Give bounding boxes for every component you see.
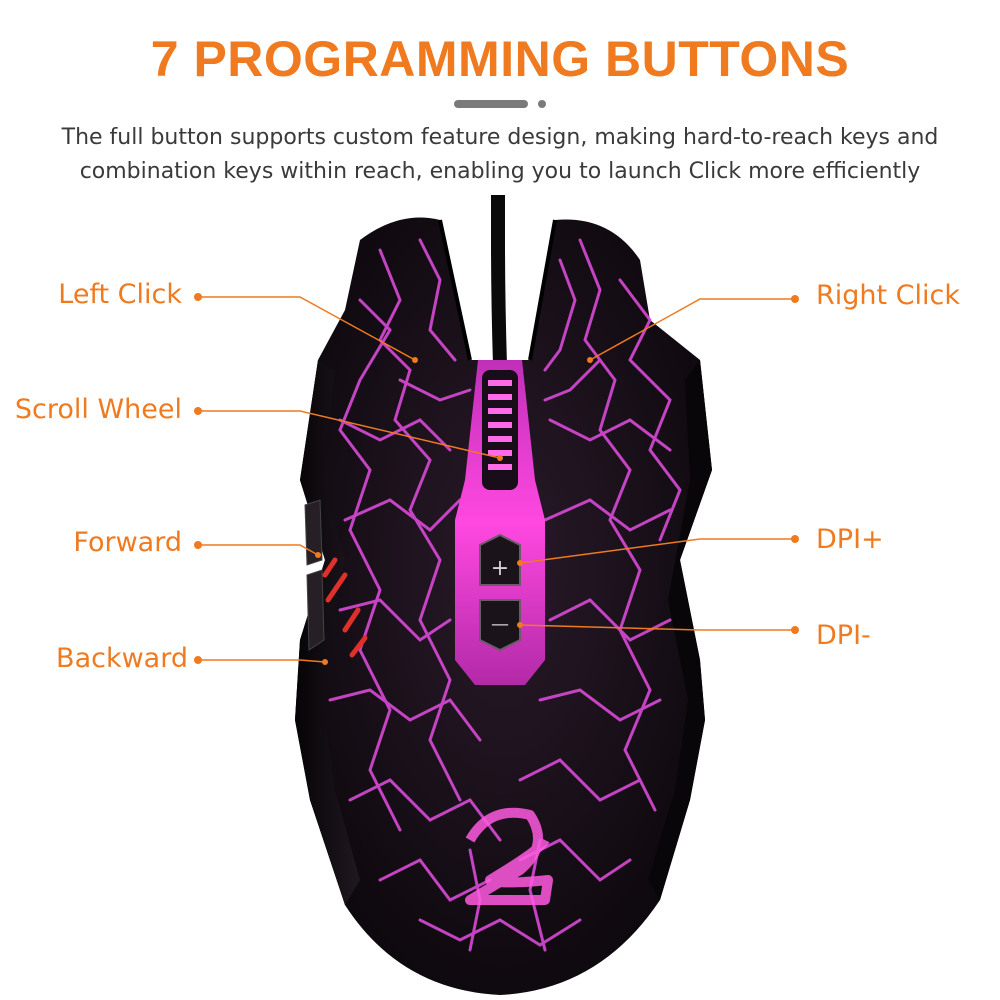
callout-dots xyxy=(194,293,799,665)
subtitle-line-1: The full button supports custom feature … xyxy=(61,125,939,150)
callout-right-click: Right Click xyxy=(816,280,961,311)
callout-scroll-wheel: Scroll Wheel xyxy=(14,394,182,425)
side-buttons[interactable] xyxy=(304,499,325,651)
click-split xyxy=(438,219,557,361)
center-strip[interactable] xyxy=(455,360,545,685)
callout-dpi-minus: DPI- xyxy=(816,620,871,651)
subtitle-line-2: combination keys within reach, enabling … xyxy=(79,159,921,184)
dpi-plus-symbol: + xyxy=(491,556,509,581)
dpi-minus-button[interactable]: — xyxy=(479,599,521,652)
title-divider xyxy=(454,100,548,108)
scroll-wheel[interactable] xyxy=(482,370,518,490)
callout-left-click: Left Click xyxy=(58,279,182,310)
brand-logo xyxy=(465,807,553,905)
mouse-cable xyxy=(491,195,507,366)
callout-backward: Backward xyxy=(56,643,188,674)
callout-forward: Forward xyxy=(73,527,182,558)
crackle-pattern xyxy=(328,238,682,952)
dpi-plus-button[interactable]: + xyxy=(479,533,521,586)
page-title: 7 PROGRAMMING BUTTONS xyxy=(150,31,850,87)
side-red-accents xyxy=(322,557,368,658)
callout-dpi-plus: DPI+ xyxy=(816,524,884,555)
divider-bar xyxy=(454,100,528,108)
divider-dot xyxy=(538,100,546,108)
dpi-minus-symbol: — xyxy=(491,614,509,635)
callout-lines xyxy=(198,296,795,663)
subtitle: The full button supports custom feature … xyxy=(40,121,960,189)
